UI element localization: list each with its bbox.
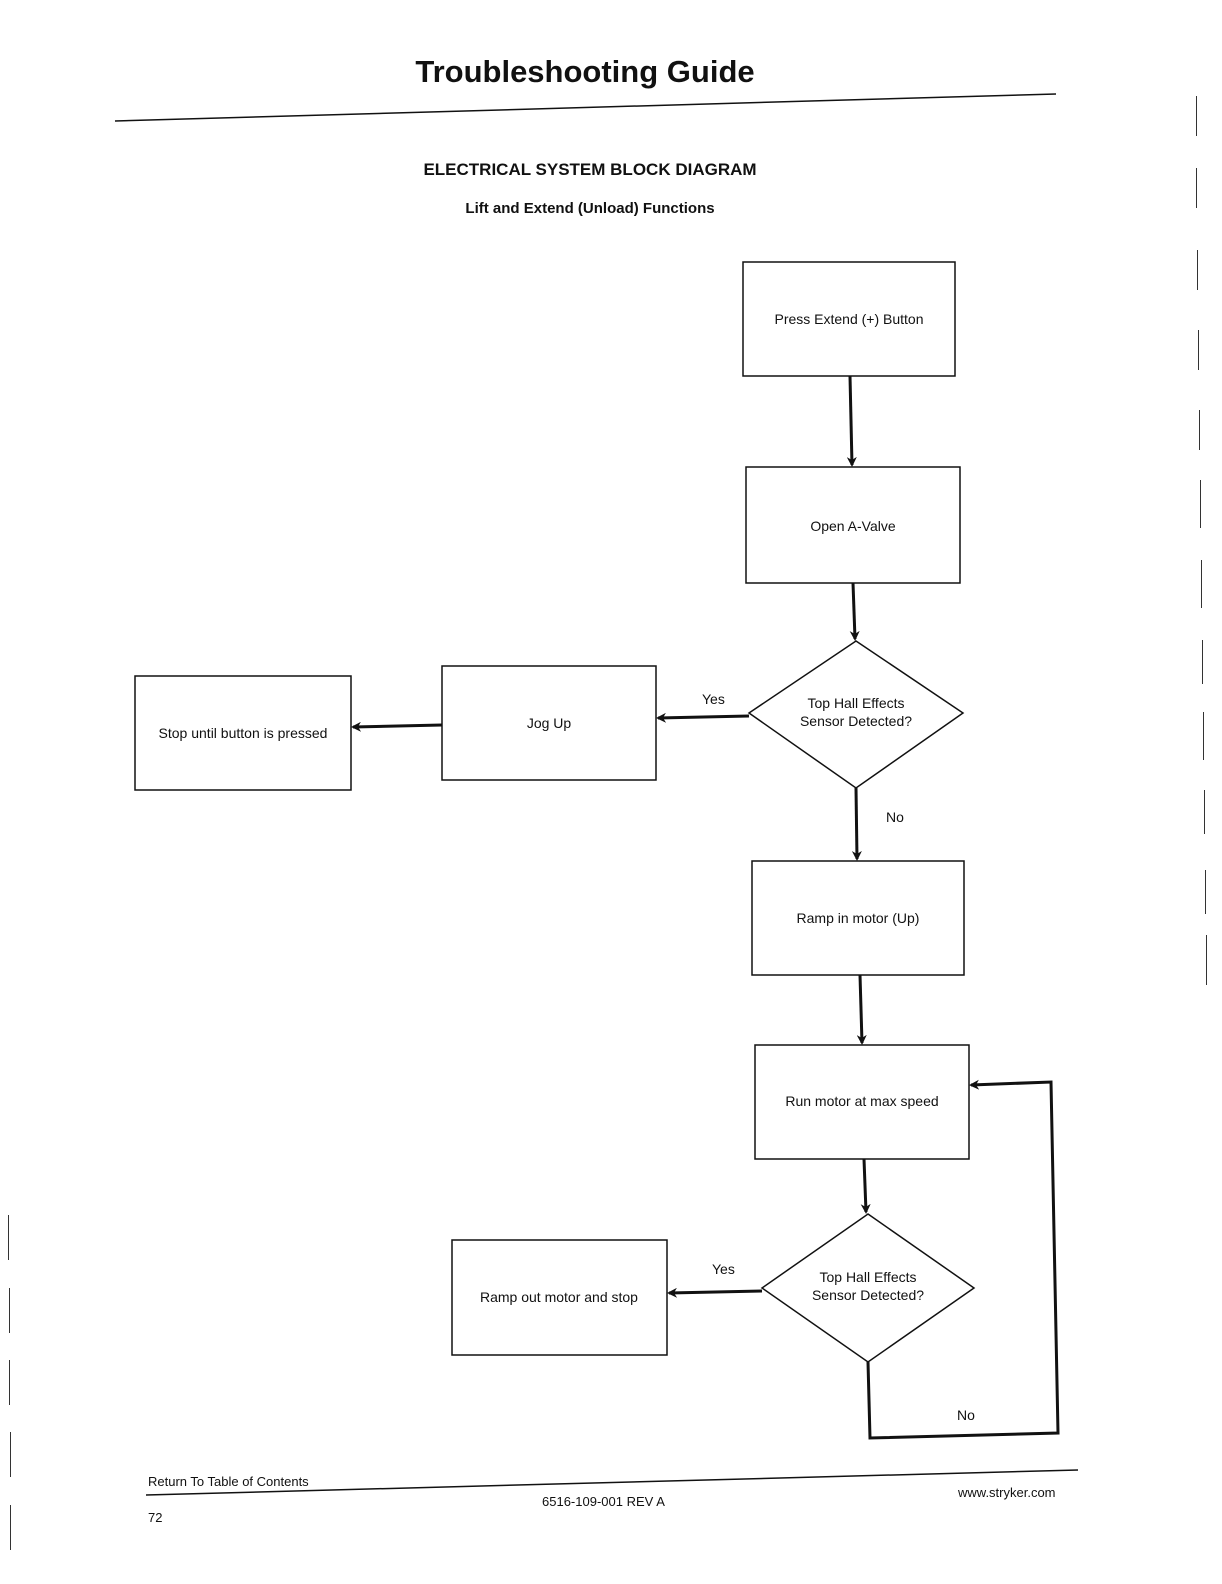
scan-edge-mark	[1206, 935, 1207, 985]
edge-decision2-no-loop	[866, 1079, 1060, 1440]
edge-label-d2-no: No	[957, 1407, 975, 1423]
node-ramp-out-label: Ramp out motor and stop	[480, 1289, 638, 1305]
scan-edge-mark	[1196, 96, 1197, 136]
edge-run-to-decision2	[860, 1158, 871, 1214]
scan-edge-mark	[10, 1432, 11, 1477]
page-number: 72	[148, 1510, 163, 1525]
scan-edge-mark	[1203, 712, 1204, 760]
node-jog-up: Jog Up	[441, 665, 657, 781]
node-run-max-label: Run motor at max speed	[785, 1093, 938, 1109]
node-ramp-in-motor: Ramp in motor (Up)	[751, 860, 965, 976]
scan-edge-mark	[1202, 640, 1203, 684]
scan-edge-mark	[1198, 330, 1199, 370]
edge-press-to-open	[846, 375, 857, 467]
footer-rule	[145, 1469, 1079, 1496]
header-rule	[114, 93, 1057, 122]
edge-decision2-yes	[667, 1287, 763, 1298]
diagram-subtitle: Lift and Extend (Unload) Functions	[465, 200, 715, 217]
node-run-max-speed: Run motor at max speed	[754, 1044, 970, 1160]
scan-edge-mark	[1204, 790, 1205, 834]
node-open-a-valve-label: Open A-Valve	[810, 518, 896, 534]
diagram-title: ELECTRICAL SYSTEM BLOCK DIAGRAM	[423, 160, 757, 179]
edge-decision1-yes	[656, 712, 750, 723]
website-url: www.stryker.com	[958, 1485, 1056, 1500]
node-press-extend-label: Press Extend (+) Button	[774, 311, 923, 327]
decision-top-hall-1: Top Hall Effects Sensor Detected?	[747, 640, 965, 789]
scan-edge-mark	[10, 1505, 11, 1550]
scan-edge-mark	[1199, 410, 1200, 450]
node-press-extend: Press Extend (+) Button	[742, 261, 956, 377]
decision-1-label-line2: Sensor Detected?	[800, 713, 912, 729]
scan-edge-mark	[1201, 560, 1202, 608]
decision-2-label-line2: Sensor Detected?	[812, 1287, 924, 1303]
decision-top-hall-2: Top Hall Effects Sensor Detected?	[760, 1213, 976, 1363]
node-jog-up-label: Jog Up	[527, 715, 572, 731]
page-title: Troubleshooting Guide	[415, 54, 755, 89]
scan-edge-mark	[9, 1360, 10, 1405]
edge-label-d1-no: No	[886, 809, 904, 825]
node-stop-until-label: Stop until button is pressed	[159, 725, 328, 741]
return-to-toc-link[interactable]: Return To Table of Contents	[148, 1474, 309, 1489]
edge-label-d1-yes: Yes	[702, 691, 725, 707]
edge-open-to-decision1	[849, 582, 860, 641]
scan-edge-mark	[1200, 480, 1201, 528]
node-open-a-valve: Open A-Valve	[745, 466, 961, 584]
scan-edge-mark	[1205, 870, 1206, 914]
node-stop-until-pressed: Stop until button is pressed	[134, 675, 352, 791]
decision-2-label-line1: Top Hall Effects	[819, 1269, 916, 1285]
node-ramp-in-label: Ramp in motor (Up)	[797, 910, 920, 926]
document-number: 6516-109-001 REV A	[542, 1494, 665, 1509]
edge-decision1-no	[851, 787, 862, 861]
scan-edge-mark	[1197, 250, 1198, 290]
scan-edge-mark	[8, 1215, 9, 1260]
edge-rampin-to-run	[856, 974, 867, 1045]
edge-label-d2-yes: Yes	[712, 1261, 735, 1277]
decision-1-label-line1: Top Hall Effects	[807, 695, 904, 711]
scan-edge-mark	[9, 1288, 10, 1333]
node-ramp-out-stop: Ramp out motor and stop	[451, 1239, 668, 1356]
edge-jog-to-stop	[351, 721, 443, 732]
scan-edge-mark	[1196, 168, 1197, 208]
